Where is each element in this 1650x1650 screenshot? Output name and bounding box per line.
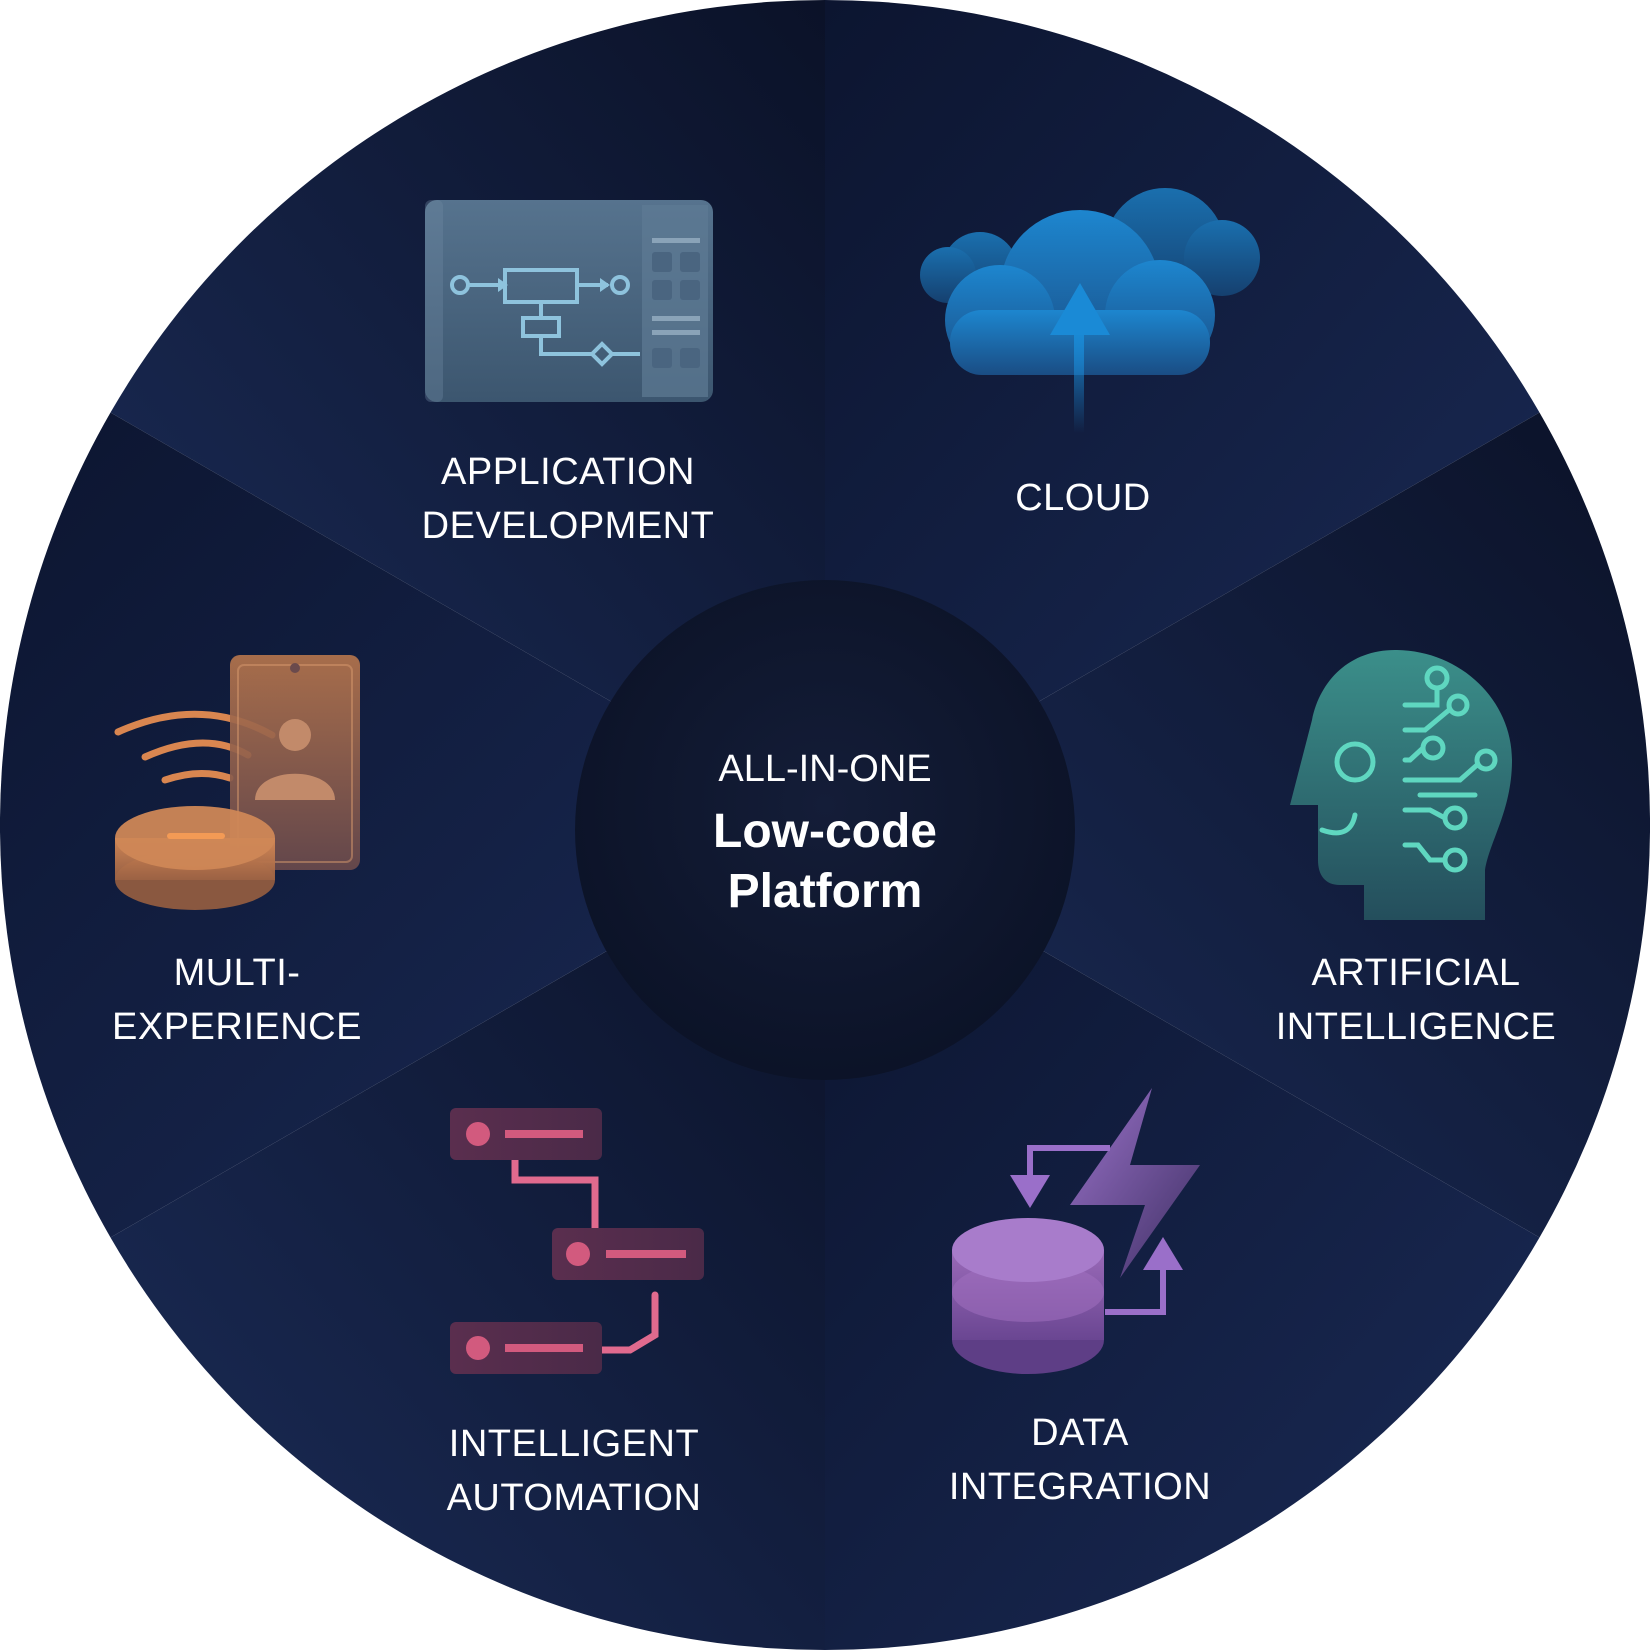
center-kicker: ALL-IN-ONE (718, 748, 932, 790)
segment-artificial-intelligence (825, 412, 1650, 1238)
device-user-icon (114, 655, 360, 910)
workflow-servers-icon (450, 1108, 704, 1374)
cloud-upload-icon (920, 188, 1260, 433)
center-title-line1: Low-code (713, 805, 937, 858)
segment-cloud (825, 0, 1540, 825)
segment-multi-experience (0, 412, 825, 1238)
ai-head-icon (1290, 650, 1512, 920)
segment-intelligent-automation (110, 825, 825, 1650)
center-title: Low-code Platform (713, 802, 937, 922)
cloud-label: CLOUD (1015, 477, 1151, 519)
database-lightning-icon (952, 1088, 1200, 1374)
flowchart-window-icon (425, 200, 713, 402)
center-title-line2: Platform (727, 865, 923, 918)
multi-experience-label: MULTI-EXPERIENCE (112, 952, 362, 1048)
center-hub (575, 580, 1075, 1080)
segment-data-integration (825, 825, 1540, 1650)
